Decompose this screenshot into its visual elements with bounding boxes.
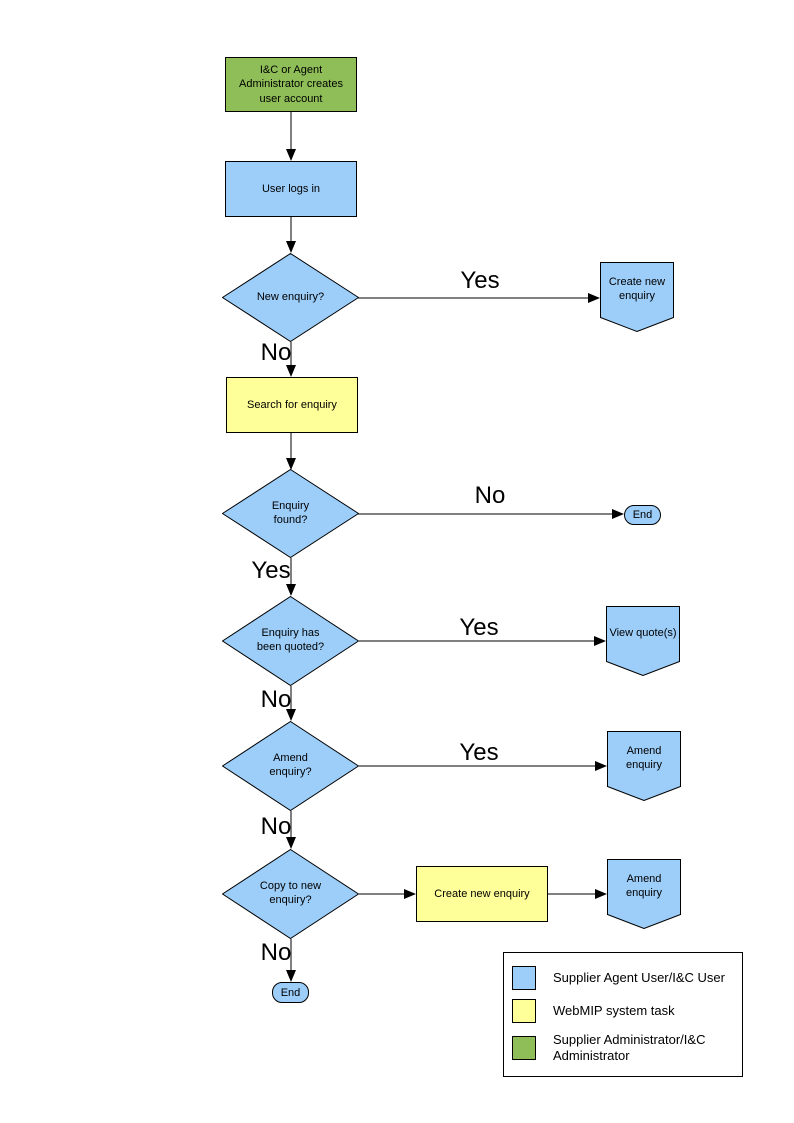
process-create-new-enquiry: Create new enquiry (416, 866, 548, 922)
process-user-logs-in: User logs in (225, 161, 357, 217)
node-label: Enquiry found? (271, 499, 310, 526)
diamond-shape (222, 596, 359, 686)
edge-label-new-enquiry-yes: Yes (460, 267, 500, 294)
diamond-shape (222, 721, 359, 811)
offpage-amend-enquiry-2: Amend enquiry (607, 859, 681, 929)
diamond-shape (222, 469, 359, 558)
node-label: Amend enquiry (625, 744, 663, 771)
node-label: New enquiry? (256, 290, 325, 303)
process-admin-creates-account: I&C or Agent Administrator creates user … (225, 57, 357, 112)
offpage-amend-enquiry-1: Amend enquiry (607, 731, 681, 801)
arrowhead (286, 709, 296, 721)
node-label: Amend enquiry? (269, 752, 312, 778)
arrowhead (286, 241, 296, 253)
node-label: Search for enquiry (247, 398, 337, 411)
process-search-for-enquiry: Search for enquiry (226, 377, 358, 433)
decision-new-enquiry: New enquiry? (222, 253, 359, 342)
node-label: View quote(s) (609, 626, 677, 639)
edge-label-new-enquiry-no: No (260, 339, 292, 366)
arrowhead (594, 636, 606, 646)
node-label: Create new enquiry (608, 275, 666, 302)
offpage-shape (606, 606, 680, 676)
arrowhead (286, 365, 296, 377)
decision-copy-to-new-enquiry: Copy to new enquiry? (222, 849, 359, 939)
node-label: End (280, 986, 301, 999)
offpage-shape (600, 262, 674, 332)
decision-amend-enquiry: Amend enquiry? (222, 721, 359, 811)
node-label: Copy to new enquiry? (259, 880, 322, 906)
legend-item: WebMIP system task (512, 999, 734, 1024)
edge-label-enquiry-found-no: No (474, 482, 506, 509)
diamond-shape (222, 253, 359, 342)
arrowhead (595, 889, 607, 899)
offpage-create-new-enquiry: Create new enquiry (600, 262, 674, 332)
node-label: I&C or Agent Administrator creates user … (239, 64, 343, 105)
edge-label-enquiry-quoted-yes: Yes (459, 614, 499, 641)
legend-item: Supplier Agent User/I&C User (512, 966, 734, 991)
offpage-shape (607, 731, 681, 801)
edge-label-enquiry-quoted-no: No (260, 686, 292, 713)
legend-item: Supplier Administrator/I&C Administrator (512, 1032, 734, 1063)
arrowhead (286, 837, 296, 849)
offpage-view-quotes: View quote(s) (606, 606, 680, 676)
diamond-shape (222, 849, 359, 939)
node-label: User logs in (261, 182, 321, 195)
legend-swatch-admin (512, 1035, 536, 1060)
node-label: Create new enquiry (434, 887, 530, 900)
edge-label-copy-to-new-no: No (260, 939, 292, 966)
node-label: Amend enquiry (625, 872, 663, 899)
arrowhead (286, 970, 296, 982)
decision-enquiry-quoted: Enquiry has been quoted? (222, 596, 359, 686)
arrowhead (286, 458, 296, 470)
legend-label: Supplier Agent User/I&C User (553, 970, 725, 986)
node-label: End (632, 509, 653, 521)
arrowhead (612, 509, 624, 519)
edge-label-amend-enquiry-no: No (260, 813, 292, 840)
arrowhead (286, 149, 296, 161)
edge-label-enquiry-found-yes: Yes (251, 557, 291, 584)
legend-label: Supplier Administrator/I&C Administrator (553, 1032, 706, 1063)
edge-label-amend-enquiry-yes: Yes (459, 739, 499, 766)
terminator-end-2: End (272, 982, 309, 1003)
legend-swatch-user (512, 966, 536, 991)
arrowhead (286, 584, 296, 596)
legend: Supplier Agent User/I&C User WebMIP syst… (503, 952, 743, 1077)
arrowhead (404, 889, 416, 899)
offpage-shape (607, 859, 681, 929)
legend-swatch-system (512, 999, 536, 1024)
arrowhead (588, 293, 600, 303)
terminator-end-1: End (624, 505, 661, 525)
legend-label: WebMIP system task (553, 1003, 675, 1019)
decision-enquiry-found: Enquiry found? (222, 469, 359, 558)
arrowhead (595, 761, 607, 771)
node-label: Enquiry has been quoted? (256, 627, 325, 653)
